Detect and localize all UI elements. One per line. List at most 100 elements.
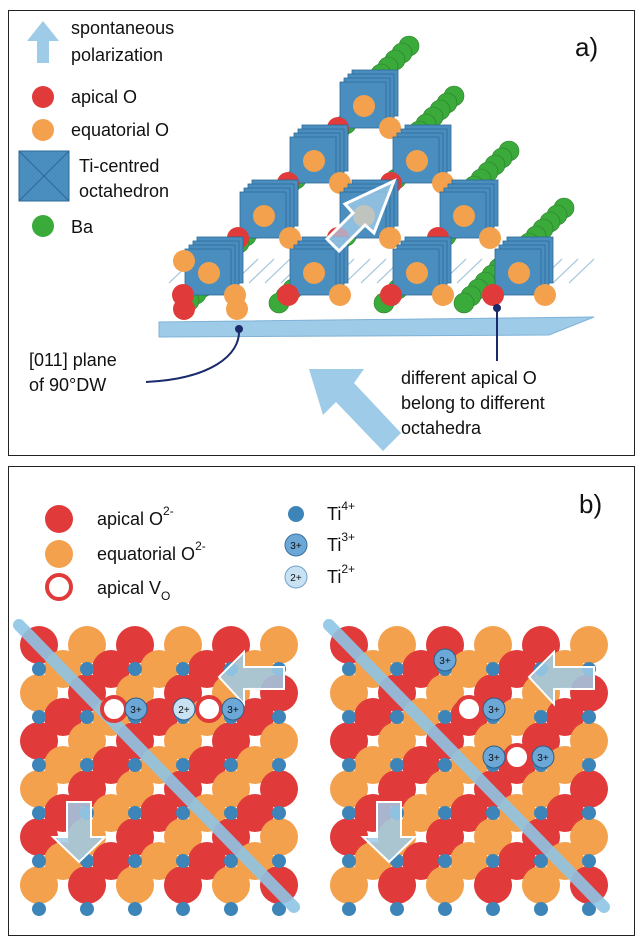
- ti4-atom: [438, 806, 452, 820]
- ti4-atom: [176, 854, 190, 868]
- ti-badge-label: 3+: [227, 705, 239, 716]
- ti4-atom: [342, 854, 356, 868]
- ti4-atom: [128, 758, 142, 772]
- apical-o-atom: [260, 770, 298, 808]
- legend-b-vacancy: apical VO: [45, 573, 170, 603]
- ti-badge-circle: [124, 697, 148, 721]
- ti4-atom: [486, 902, 500, 916]
- legend-ba-label: Ba: [71, 217, 94, 237]
- equatorial-o-atom: [116, 866, 154, 904]
- polarization-arrow: [217, 649, 285, 707]
- apical-o-atom: [380, 284, 402, 306]
- legend-apical: apical O: [32, 86, 137, 108]
- ti4-atom: [80, 902, 94, 916]
- oxygen-atom: [92, 794, 130, 832]
- oxygen-atom: [546, 746, 584, 784]
- equatorial-o-atom: [226, 298, 248, 320]
- equatorial-o-atom: [330, 770, 368, 808]
- oxygen-atom: [354, 746, 392, 784]
- ti4-atom: [390, 758, 404, 772]
- apical-note-line1: different apical O: [401, 368, 537, 388]
- ti4-atom: [342, 758, 356, 772]
- equatorial-o-atom: [570, 722, 608, 760]
- legend-b-vacancy-text: apical V: [97, 578, 161, 598]
- equatorial-o-atom: [260, 626, 298, 664]
- ti-badge-circle: [482, 745, 506, 769]
- equatorial-o-atom: [534, 284, 556, 306]
- ti4-atom: [438, 854, 452, 868]
- apical-o-atom: [378, 866, 416, 904]
- apical-o-atom: [173, 298, 195, 320]
- oxygen-atom: [236, 794, 274, 832]
- panel-b-canvas: apical O2- equatorial O2- apical VO Ti4+…: [13, 489, 610, 916]
- legend-b-vacancy-sub: O: [161, 589, 170, 603]
- ti-badge-label: 3+: [439, 656, 451, 667]
- ti4-atom: [32, 854, 46, 868]
- legend-b-apical-label: apical O2-: [97, 504, 174, 529]
- legend-apical-label: apical O: [71, 87, 137, 107]
- legend-b-ti3-text: Ti: [327, 535, 341, 555]
- ti4-atom: [128, 806, 142, 820]
- oxygen-atom: [188, 650, 226, 688]
- equatorial-o-atom: [508, 262, 530, 284]
- apical-o-atom: [330, 818, 368, 856]
- apical-o-atom: [116, 818, 154, 856]
- oxygen-atom: [402, 842, 440, 880]
- oxygen-atom: [402, 794, 440, 832]
- apical-o-atom: [20, 818, 58, 856]
- oxygen-atom: [188, 746, 226, 784]
- panel-b-letter: b): [579, 489, 602, 519]
- legend-polarization-line2: polarization: [71, 45, 163, 65]
- apical-note-line3: octahedra: [401, 418, 482, 438]
- oxygen-atom: [450, 650, 488, 688]
- equatorial-o-atom: [353, 95, 375, 117]
- ti4-atom: [32, 710, 46, 724]
- legend-b-apical-text: apical O: [97, 509, 163, 529]
- ti4-atom: [486, 806, 500, 820]
- ti4-atom: [438, 902, 452, 916]
- equatorial-o-icon: [32, 119, 54, 141]
- ti4-atom: [80, 758, 94, 772]
- legend-b-ti3-label: Ti3+: [327, 530, 355, 555]
- domain-wall-stripe: [13, 619, 300, 913]
- polarization-arrow: [324, 178, 397, 254]
- apical-o-atom: [426, 818, 464, 856]
- ti4-atom: [272, 758, 286, 772]
- legend-b-ti4: Ti4+: [288, 499, 355, 524]
- oxygen-atom: [92, 842, 130, 880]
- equatorial-o-atom: [279, 227, 301, 249]
- ti4-atom: [224, 758, 238, 772]
- legend-b-apical: apical O2-: [45, 504, 174, 533]
- ti4-atom: [128, 662, 142, 676]
- ti4-atom: [534, 710, 548, 724]
- ti-badge-label: 2+: [178, 705, 190, 716]
- vacancy: [100, 695, 128, 723]
- ti4-atom: [224, 854, 238, 868]
- equatorial-o-atom: [173, 250, 195, 272]
- polarization-arrow: [360, 801, 418, 864]
- ti4-atom: [32, 902, 46, 916]
- vacancy-icon: [45, 573, 73, 601]
- oxygen-atom: [354, 698, 392, 736]
- equatorial-o-atom: [453, 205, 475, 227]
- ti4-atom: [176, 902, 190, 916]
- legend-octahedron: Ti-centred octahedron: [18, 150, 169, 202]
- equatorial-o-atom: [329, 284, 351, 306]
- apical-o-atom: [212, 722, 250, 760]
- ti4-atom: [438, 758, 452, 772]
- legend-b-equatorial: equatorial O2-: [45, 539, 206, 568]
- ti4-atom: [272, 806, 286, 820]
- hatch-line: [344, 258, 371, 284]
- ti4-atom: [224, 806, 238, 820]
- oxygen-atom: [140, 650, 178, 688]
- ba-atom: [453, 292, 475, 314]
- ti4-atom: [342, 710, 356, 724]
- equatorial-o-atom: [426, 674, 464, 712]
- equatorial-o-atom: [164, 818, 202, 856]
- ti4-atom: [176, 806, 190, 820]
- ti4-atom: [582, 806, 596, 820]
- ti4-atom: [582, 902, 596, 916]
- legend-ba: Ba: [32, 215, 94, 237]
- equatorial-o-atom: [212, 770, 250, 808]
- oxygen-atom: [140, 698, 178, 736]
